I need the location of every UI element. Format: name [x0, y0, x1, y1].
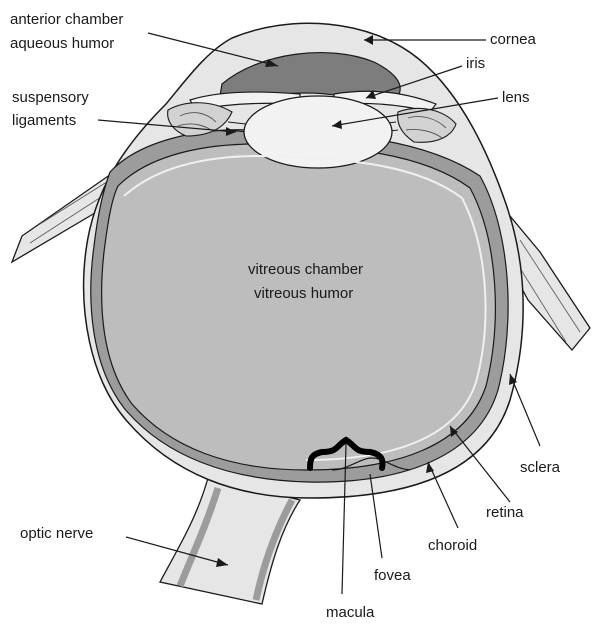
label-iris: iris: [466, 54, 485, 73]
label-anterior-chamber: anterior chamber: [10, 10, 123, 29]
vitreous-chamber-shape: [102, 144, 496, 470]
label-fovea: fovea: [374, 566, 411, 585]
label-ligaments: ligaments: [12, 111, 76, 130]
label-sclera: sclera: [520, 458, 560, 477]
label-macula: macula: [326, 603, 374, 622]
label-retina: retina: [486, 503, 524, 522]
label-suspensory: suspensory: [12, 88, 89, 107]
leader-sclera: [510, 374, 540, 446]
label-vitreous-chamber: vitreous chamber: [248, 260, 363, 279]
label-optic-nerve: optic nerve: [20, 524, 93, 543]
label-cornea: cornea: [490, 30, 536, 49]
label-aqueous-humor: aqueous humor: [10, 34, 114, 53]
label-vitreous-humor: vitreous humor: [254, 284, 353, 303]
label-choroid: choroid: [428, 536, 477, 555]
lens-shape: [244, 96, 392, 168]
label-lens: lens: [502, 88, 530, 107]
